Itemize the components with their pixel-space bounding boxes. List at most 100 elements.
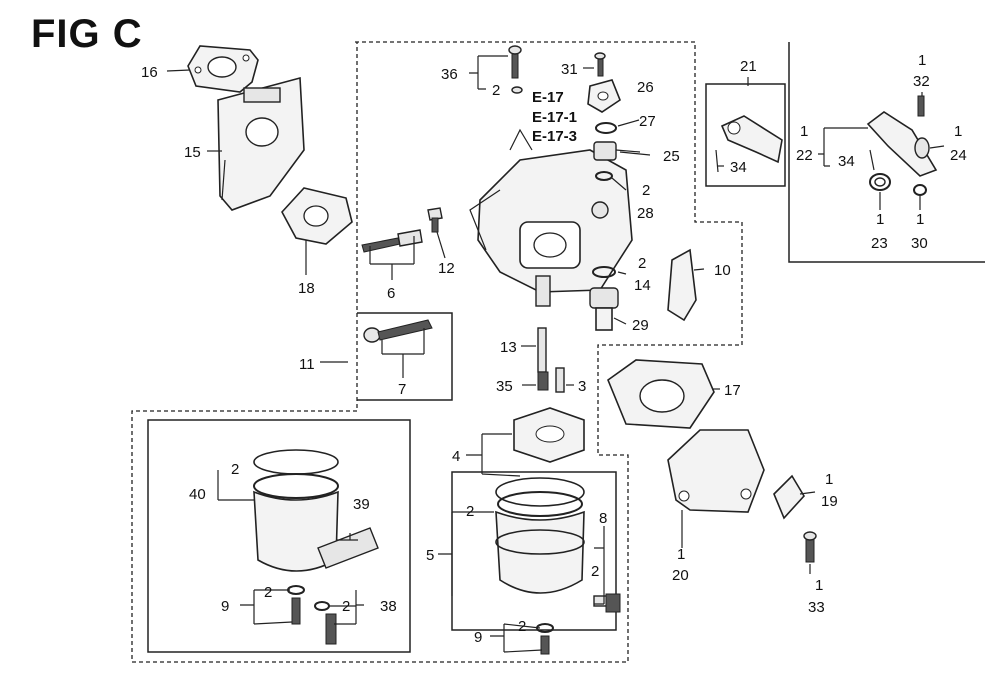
label-22: 22 (796, 147, 813, 164)
part-21-choke-lever (715, 115, 783, 173)
part-17-gasket (607, 359, 715, 429)
label-22-qty: 1 (800, 123, 808, 140)
part-30-washer (913, 184, 927, 196)
part-10-bracket (667, 248, 697, 322)
label-11: 11 (299, 356, 315, 373)
label-24: 24 (950, 147, 967, 164)
label-4: 4 (452, 448, 460, 465)
leader-lines (166, 55, 945, 653)
label-38: 38 (380, 598, 397, 615)
part-5-float-bowl (495, 477, 585, 594)
label-25: 25 (663, 148, 680, 165)
label-29: 29 (632, 317, 649, 334)
label-14-qty: 2 (638, 255, 646, 272)
part-18-gasket (281, 187, 353, 245)
part-26-plate (587, 79, 621, 113)
label-3: 3 (578, 378, 586, 395)
label-9b-qty: 2 (518, 618, 526, 635)
part-4-float (513, 407, 585, 463)
part-40-bowl (253, 449, 339, 572)
pilot-screw-box (357, 312, 453, 401)
label-30-qty: 1 (916, 211, 924, 228)
governor-lever-box (788, 42, 985, 263)
label-6: 6 (387, 285, 395, 302)
carburetor-assembly-box (131, 41, 743, 663)
label-34-gov: 34 (838, 153, 855, 170)
label-27: 27 (639, 113, 656, 130)
label-16: 16 (141, 64, 158, 81)
label-21: 21 (740, 58, 757, 75)
part-15-insulator (217, 76, 305, 211)
label-34-choke: 34 (730, 159, 747, 176)
label-31: 31 (561, 61, 578, 78)
part-14-o-ring (592, 266, 616, 278)
label-33: 33 (808, 599, 825, 616)
ref-e17-3[interactable]: E-17-3 (532, 128, 577, 145)
label-40-qty: 2 (231, 461, 239, 478)
label-14: 14 (634, 277, 651, 294)
part-7-pilot-screw (363, 319, 433, 343)
label-8-qty: 2 (591, 563, 599, 580)
part-6-throttle-stop-screw (361, 229, 423, 253)
label-18: 18 (298, 280, 315, 297)
part-36-screw-washer (508, 45, 523, 94)
label-38-qty: 2 (342, 598, 350, 615)
label-12: 12 (438, 260, 455, 277)
part-20-bracket (667, 429, 765, 513)
label-23-qty: 1 (876, 211, 884, 228)
part-24-collar (914, 137, 930, 159)
carburetor-body (469, 128, 633, 307)
part-28-washer (595, 171, 613, 181)
label-7: 7 (398, 381, 406, 398)
label-17: 17 (724, 382, 741, 399)
part-9-drain-bolt (287, 585, 305, 625)
label-23: 23 (871, 235, 888, 252)
drain-bowl-kit-box (147, 419, 411, 653)
label-5-qty: 2 (466, 503, 474, 520)
part-35-main-jet (537, 371, 549, 391)
label-19: 19 (821, 493, 838, 510)
label-32: 32 (913, 73, 930, 90)
label-35: 35 (496, 378, 513, 395)
label-9a-qty: 2 (264, 584, 272, 601)
part-39-drain-tube (317, 527, 379, 569)
label-39: 39 (353, 496, 370, 513)
label-24-qty: 1 (954, 123, 962, 140)
part-22-lever (866, 111, 938, 177)
label-19-qty: 1 (825, 471, 833, 488)
label-26: 26 (637, 79, 654, 96)
part-31-screw (594, 52, 606, 77)
part-29-solenoid (589, 287, 619, 331)
part-33-bolt (803, 531, 817, 563)
choke-lever-box (705, 83, 786, 187)
label-5: 5 (426, 547, 434, 564)
ref-e17-1[interactable]: E-17-1 (532, 109, 577, 126)
part-12-screw (427, 207, 443, 233)
part-25-valve (593, 141, 641, 161)
part-16-gasket (187, 45, 259, 93)
label-28-qty: 2 (642, 182, 650, 199)
part-23-spring (869, 173, 891, 191)
figure-title: FIG C (31, 12, 143, 56)
label-36-qty: 2 (492, 82, 500, 99)
label-13: 13 (500, 339, 517, 356)
part-3-float-valve (555, 367, 565, 393)
label-32-qty: 1 (918, 52, 926, 69)
label-40: 40 (189, 486, 206, 503)
label-10: 10 (714, 262, 731, 279)
part-32-screw (917, 95, 925, 117)
label-15: 15 (184, 144, 201, 161)
label-8: 8 (599, 510, 607, 527)
part-38-drain-screw (314, 601, 337, 645)
part-19-clip (773, 474, 805, 520)
label-20-qty: 1 (677, 546, 685, 563)
label-30: 30 (911, 235, 928, 252)
ref-e17[interactable]: E-17 (532, 89, 564, 106)
label-33-qty: 1 (815, 577, 823, 594)
part-34-pin (869, 149, 875, 171)
label-20: 20 (672, 567, 689, 584)
label-36: 36 (441, 66, 458, 83)
label-9a: 9 (221, 598, 229, 615)
